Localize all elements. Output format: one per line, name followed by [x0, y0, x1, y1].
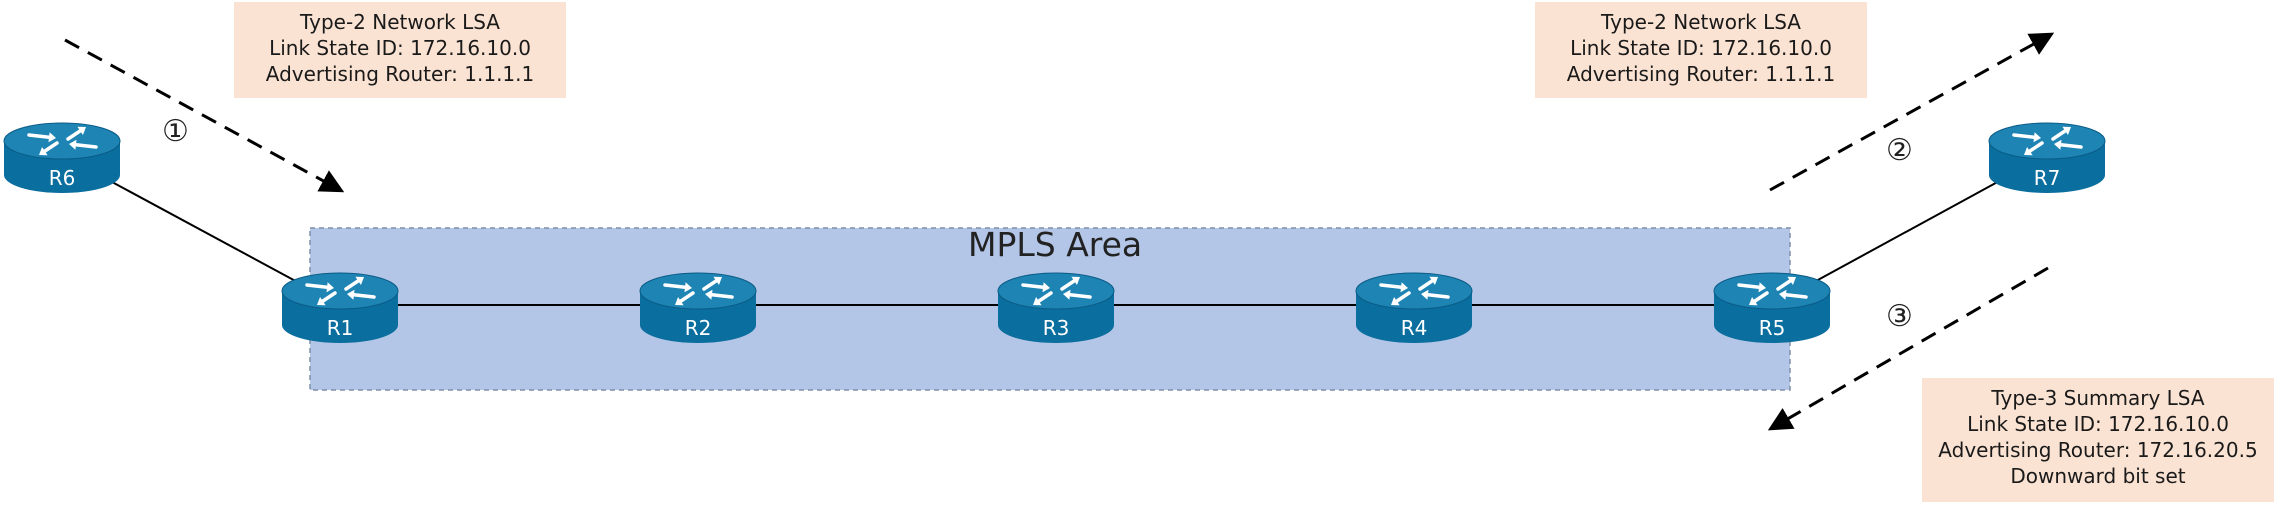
lsa-box-bottom-right: Type-3 Summary LSA Link State ID: 172.16… — [1922, 378, 2274, 502]
flow-arrow-3 — [1767, 266, 2049, 431]
mpls-area-label: MPLS Area — [968, 225, 1143, 264]
step-2-marker: ② — [1886, 133, 1913, 168]
router-icon — [27, 126, 98, 156]
router-r6[interactable]: R6 — [3, 122, 121, 193]
router-label: R6 — [49, 166, 76, 190]
lsa-advertising-router: Advertising Router: 1.1.1.1 — [1566, 62, 1836, 86]
router-icon — [1379, 276, 1450, 306]
router-r1[interactable]: R1 — [281, 272, 399, 343]
lsa-type: Type-2 Network LSA — [300, 10, 500, 34]
router-r7[interactable]: R7 — [1988, 122, 2106, 193]
lsa-link-state-id: Link State ID: 172.16.10.0 — [1967, 412, 2229, 436]
step-1-marker: ① — [162, 114, 189, 149]
router-r2[interactable]: R2 — [639, 272, 757, 343]
router-label: R1 — [327, 316, 354, 340]
flow-arrow-2 — [1769, 32, 2055, 192]
router-label: R2 — [685, 316, 712, 340]
router-icon — [1021, 276, 1092, 306]
lsa-link-state-id: Link State ID: 172.16.10.0 — [1570, 36, 1832, 60]
lsa-box-top-right: Type-2 Network LSA Link State ID: 172.16… — [1535, 2, 1867, 98]
lsa-type: Type-3 Summary LSA — [1991, 386, 2205, 410]
lsa-flag: Downward bit set — [2010, 464, 2186, 488]
lsa-advertising-router: Advertising Router: 1.1.1.1 — [265, 62, 535, 86]
step-3-marker: ③ — [1886, 299, 1913, 334]
router-icon — [663, 276, 734, 306]
router-label: R5 — [1759, 316, 1786, 340]
router-icon — [2012, 126, 2083, 156]
flow-arrow-1 — [64, 38, 345, 193]
router-icon — [305, 276, 376, 306]
lsa-type: Type-2 Network LSA — [1601, 10, 1801, 34]
router-r5[interactable]: R5 — [1713, 272, 1831, 343]
router-label: R4 — [1401, 316, 1428, 340]
router-label: R3 — [1043, 316, 1070, 340]
router-label: R7 — [2034, 166, 2061, 190]
router-r4[interactable]: R4 — [1355, 272, 1473, 343]
lsa-link-state-id: Link State ID: 172.16.10.0 — [269, 36, 531, 60]
router-icon — [1737, 276, 1808, 306]
router-r3[interactable]: R3 — [997, 272, 1115, 343]
lsa-advertising-router: Advertising Router: 172.16.20.5 — [1938, 438, 2258, 462]
lsa-box-top-left: Type-2 Network LSA Link State ID: 172.16… — [234, 2, 566, 98]
